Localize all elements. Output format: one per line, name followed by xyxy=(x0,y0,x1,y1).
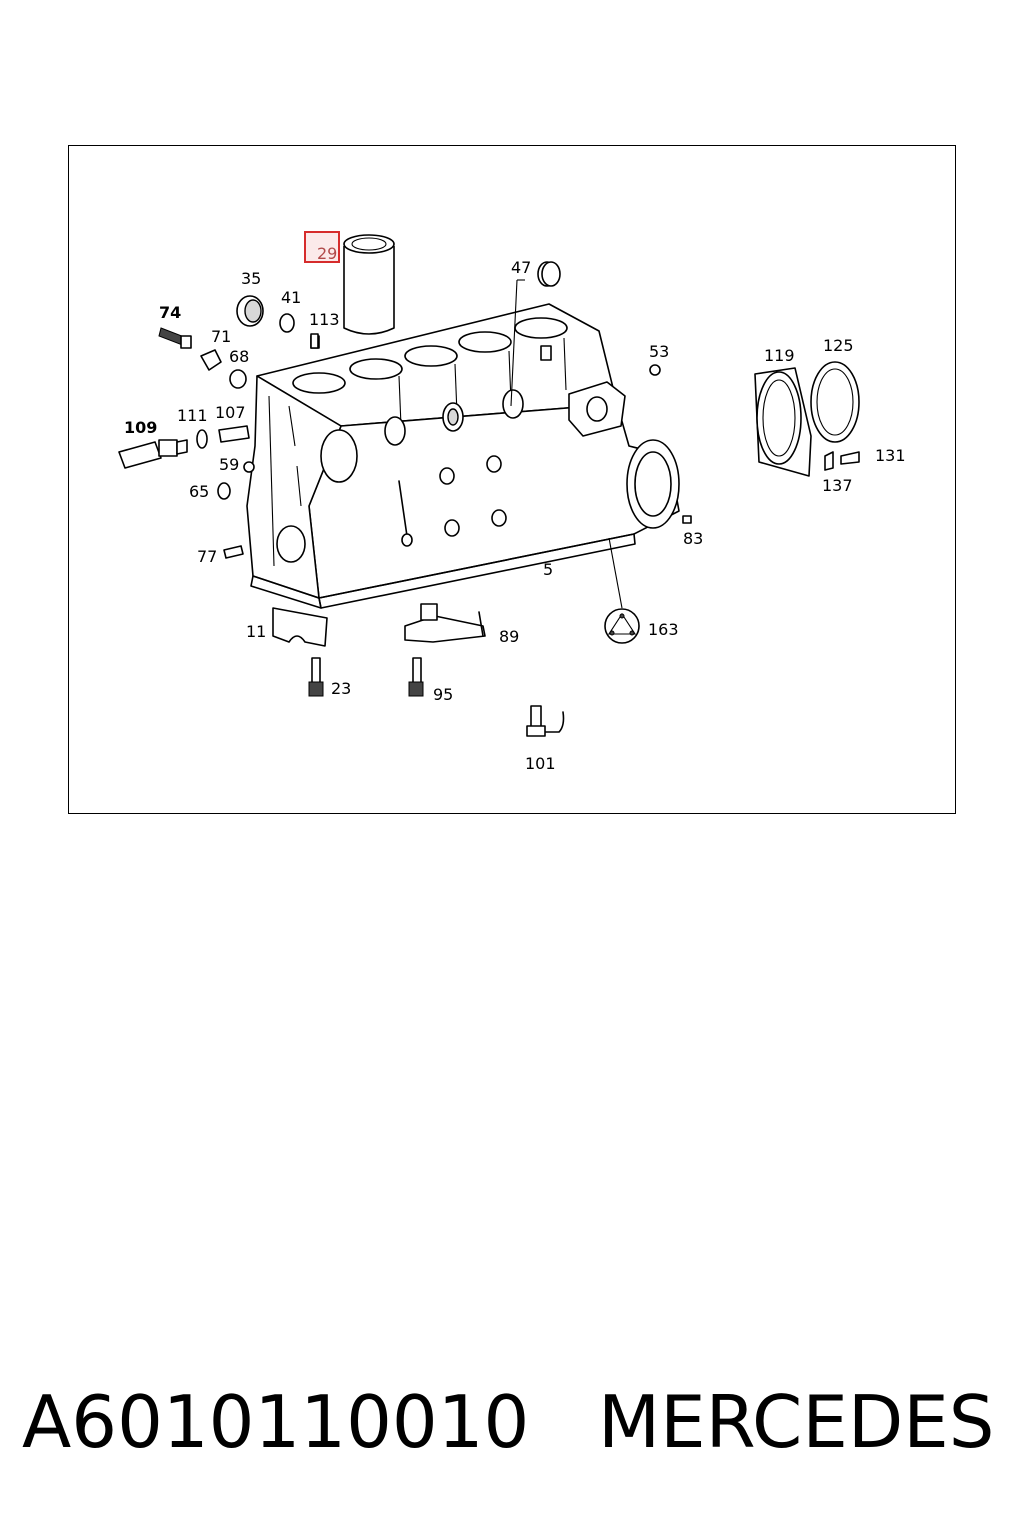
part-59-washer xyxy=(243,461,255,473)
brand-name: MERCEDES xyxy=(598,1380,995,1464)
label-11: 11 xyxy=(246,622,266,641)
label-119: 119 xyxy=(764,346,795,365)
label-101: 101 xyxy=(525,754,556,773)
part-74-screw xyxy=(158,327,192,349)
label-23: 23 xyxy=(331,679,351,698)
label-95: 95 xyxy=(433,685,453,704)
part-101-sensor xyxy=(526,705,565,737)
label-29: 29 xyxy=(317,244,337,263)
label-65: 65 xyxy=(189,482,209,501)
part-109-sensor xyxy=(118,439,188,469)
leader-163 xyxy=(608,537,623,609)
label-68: 68 xyxy=(229,347,249,366)
label-89: 89 xyxy=(499,627,519,646)
part-125-seal xyxy=(810,361,860,443)
label-41: 41 xyxy=(281,288,301,307)
product-footer: A6010110010 MERCEDES xyxy=(0,1372,1024,1472)
part-107-sleeve xyxy=(218,425,250,443)
label-137: 137 xyxy=(822,476,853,495)
part-11-bearing-cap xyxy=(272,607,328,647)
part-137-clip xyxy=(824,451,834,471)
part-111-oring xyxy=(196,429,208,449)
engine-block-exploded-view: 29 35 41 113 47 74 71 68 53 119 125 109 … xyxy=(118,231,906,773)
part-41-seal xyxy=(279,313,295,333)
label-107: 107 xyxy=(215,403,246,422)
part-29-cylinder-liner xyxy=(343,234,395,335)
parts-diagram: 29 35 41 113 47 74 71 68 53 119 125 109 … xyxy=(68,145,956,814)
part-77-pin xyxy=(223,545,244,559)
part-68-seal xyxy=(229,369,247,389)
part-71-plug xyxy=(200,349,222,371)
label-74: 74 xyxy=(159,303,181,322)
label-131: 131 xyxy=(875,446,906,465)
label-109: 109 xyxy=(124,418,157,437)
leader-47 xyxy=(510,279,518,407)
label-53: 53 xyxy=(649,342,669,361)
label-5: 5 xyxy=(543,560,553,579)
part-89-oil-jet xyxy=(404,603,486,643)
label-59: 59 xyxy=(219,455,239,474)
engine-block xyxy=(246,303,680,609)
label-113: 113 xyxy=(309,310,340,329)
part-47-ring xyxy=(537,261,561,287)
label-35: 35 xyxy=(241,269,261,288)
part-131-bolt xyxy=(840,451,860,465)
label-83: 83 xyxy=(683,529,703,548)
part-35-plug xyxy=(236,295,264,327)
part-number: A6010110010 xyxy=(22,1380,530,1464)
part-labels: 29 35 41 113 47 74 71 68 53 119 125 109 … xyxy=(124,244,906,773)
highlight-part-29 xyxy=(304,231,340,263)
part-119-rear-cover xyxy=(754,367,812,477)
part-83-pin xyxy=(682,515,692,524)
part-23-bolt xyxy=(308,657,324,697)
label-77: 77 xyxy=(197,547,217,566)
part-95-bolt xyxy=(408,657,424,697)
part-113-pin xyxy=(310,333,319,349)
label-163: 163 xyxy=(648,620,679,639)
part-65-sleeve xyxy=(217,482,231,500)
label-111: 111 xyxy=(177,406,208,425)
label-125: 125 xyxy=(823,336,854,355)
part-53-washer xyxy=(649,364,661,376)
part-163-plate xyxy=(604,608,640,644)
label-71: 71 xyxy=(211,327,231,346)
label-47: 47 xyxy=(511,258,531,277)
